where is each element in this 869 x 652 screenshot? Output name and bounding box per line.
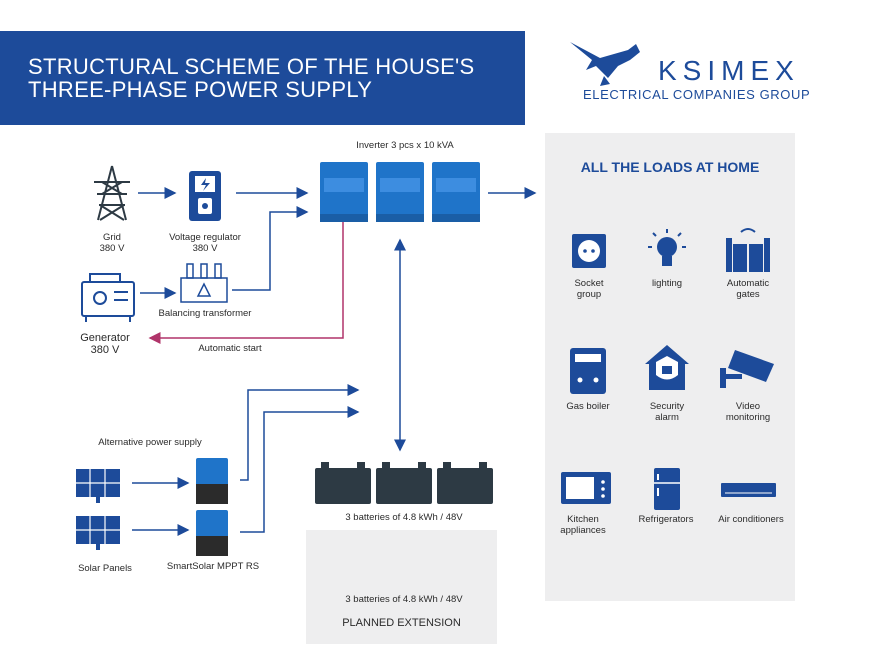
transformer-icon [180,263,228,303]
voltage-regulator-icon [189,171,221,221]
battery-bank [315,462,493,504]
inverter-label: Inverter 3 pcs x 10 kVA [356,140,454,151]
loads-title: ALL THE LOADS AT HOME [580,159,760,175]
microwave-icon [561,472,611,504]
camera-icon [720,350,774,388]
load-label-ac: Air conditioners [718,514,784,525]
socket-icon [572,234,606,268]
lightbulb-icon [648,229,686,266]
title-banner [0,31,525,125]
logo-subtitle: ELECTRICAL COMPANIES GROUP [583,87,811,102]
logo-name: KSIMEX [658,55,800,86]
solar-panels-label: Solar Panels [78,563,132,574]
page-title: STRUCTURAL SCHEME OF THE HOUSE'S THREE-P… [28,54,475,102]
air-conditioner-icon [721,483,776,497]
planned-extension-title: PLANNED EXTENSION [342,617,461,629]
load-label-lighting: lighting [651,278,683,289]
tower-icon [94,165,130,221]
mppt-units [196,458,228,556]
generator-icon [81,273,135,322]
fridge-icon [654,468,680,510]
inverter-units [320,162,480,222]
transformer-label: Balancing transformer [158,308,252,319]
auto-start-label: Automatic start [198,343,262,354]
load-label-fridge: Refrigerators [638,514,694,525]
house-lock-icon [645,345,689,390]
gate-icon [726,228,770,272]
boiler-icon [570,348,606,394]
battery-label: 3 batteries of 4.8 kWh / 48V [345,512,463,523]
load-label-boiler: Gas boiler [566,401,610,412]
alternative-label: Alternative power supply [98,437,202,448]
planned-extension-panel [306,530,497,644]
planned-battery-label: 3 batteries of 4.8 kWh / 48V [345,594,463,605]
solar-panel-icon [76,469,120,550]
mppt-label: SmartSolar MPPT RS [166,561,260,572]
bird-icon [570,42,640,86]
